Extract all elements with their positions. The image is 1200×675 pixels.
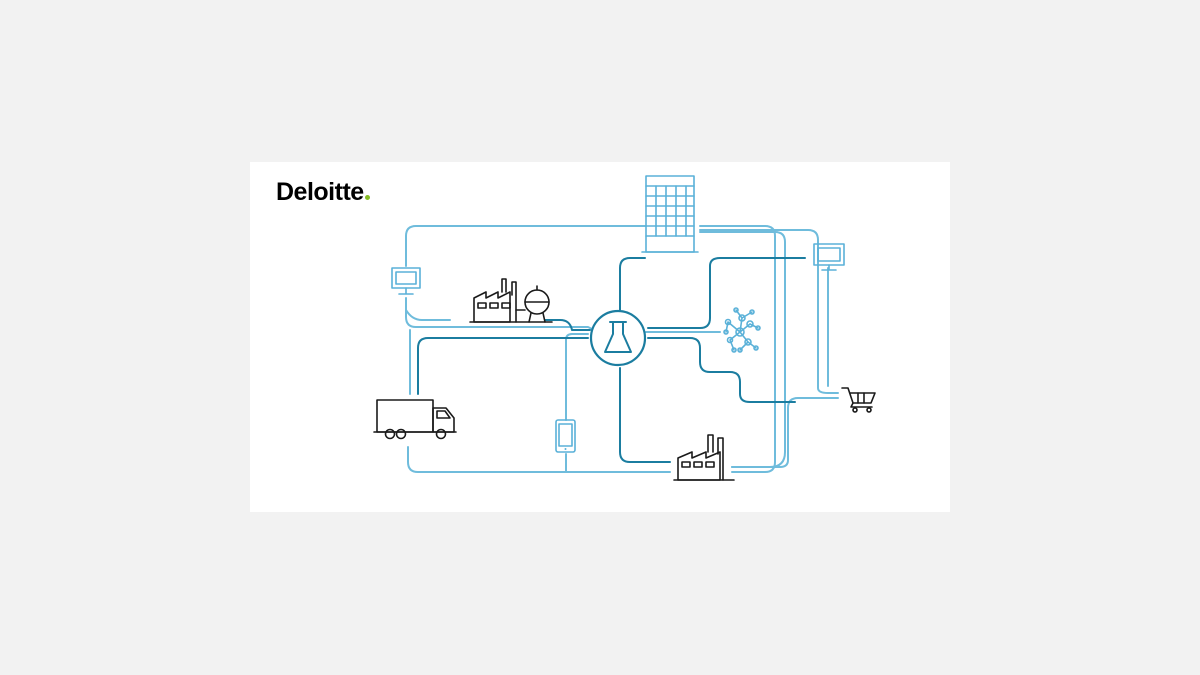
top-loop-line [405,225,646,267]
connection-lines-dark [417,257,806,463]
right-outer-loop [699,229,839,394]
bottom-loop-line [407,446,671,473]
hub-right-top-line [647,257,806,329]
hub-right-cart-line [647,337,796,403]
delivery-truck-icon[interactable] [373,399,457,440]
network-nodes-icon[interactable] [723,307,761,353]
connection-lines [405,225,839,473]
shopping-cart-icon[interactable] [841,387,876,413]
desktop-monitor-icon-right[interactable] [813,243,845,271]
server-rack-icon[interactable] [641,175,699,253]
hub-plant-left-line [565,333,589,421]
diagram-canvas: Deloitte [250,162,950,512]
top-right-loop-1 [699,225,776,473]
logo-text: Deloitte [276,178,364,206]
lab-flask-icon [604,321,632,353]
desktop-monitor-icon-left[interactable] [391,267,421,295]
connection-diagram [373,175,876,481]
deloitte-logo: Deloitte [276,180,370,205]
chemical-plant-icon[interactable] [469,278,553,323]
hub-node[interactable] [589,309,647,367]
server-hub-line [619,257,646,311]
truck-hub-line [417,337,589,395]
plant-hub-line [544,319,591,331]
left-monitor-down-line [405,297,595,331]
logo-dot [364,195,370,200]
left-mid-line [405,309,451,321]
factory-icon[interactable] [673,434,735,481]
hub-bottom-line [619,367,671,463]
cart-lower-line [731,397,839,468]
smartphone-icon[interactable] [555,419,576,453]
